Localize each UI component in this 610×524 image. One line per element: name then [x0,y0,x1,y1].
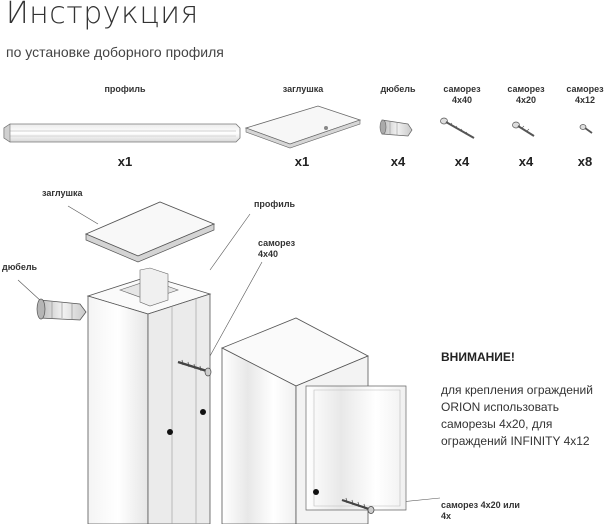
page-title: Инструкция [6,0,199,31]
assembly-screw-bottom [341,497,375,514]
part-label-cap: заглушка [282,84,324,94]
kit-screw-4x20-icon [512,121,535,137]
part-qty-dowel: x4 [390,154,406,169]
part-qty-screw-4x20: x4 [518,154,534,169]
part-label-screw-4x20: саморез 4x20 [507,84,545,105]
callout-screw-4x40: саморез 4x40 [258,238,296,259]
part-label-screw-4x40: саморез 4x40 [443,84,481,105]
assembly-wall-box [221,317,407,524]
part-qty-screw-4x12: x8 [577,154,593,169]
callout-cap: заглушка [42,188,83,198]
assembly-profile-post [86,267,212,524]
warning-title: ВНИМАНИЕ! [441,350,515,364]
part-label-profile: профиль [104,84,146,94]
callout-screw-bottom: саморез 4x20 или 4x [441,500,520,521]
kit-screw-4x12-icon [579,124,593,134]
warning-text: для крепления ограждений ORION использов… [441,383,593,448]
part-qty-screw-4x40: x4 [454,154,470,169]
leader-lines [17,205,441,505]
part-label-dowel: дюбель [380,84,416,94]
part-label-screw-4x12: саморез 4x12 [566,84,604,105]
kit-dowel-icon [379,119,413,137]
kit-cap-icon [244,105,362,149]
part-qty-cap: x1 [294,154,310,169]
kit-screw-4x40-icon [440,117,475,139]
assembly-screw-4x40 [177,359,212,377]
part-qty-profile: x1 [117,154,133,169]
callout-profile: профиль [254,199,296,209]
kit-profile-icon [3,123,241,143]
page-subtitle: по установке доборного профиля [6,44,224,60]
callout-dowel: дюбель [2,262,38,272]
assembly-cap [84,201,216,263]
assembly-dowel [36,298,87,321]
